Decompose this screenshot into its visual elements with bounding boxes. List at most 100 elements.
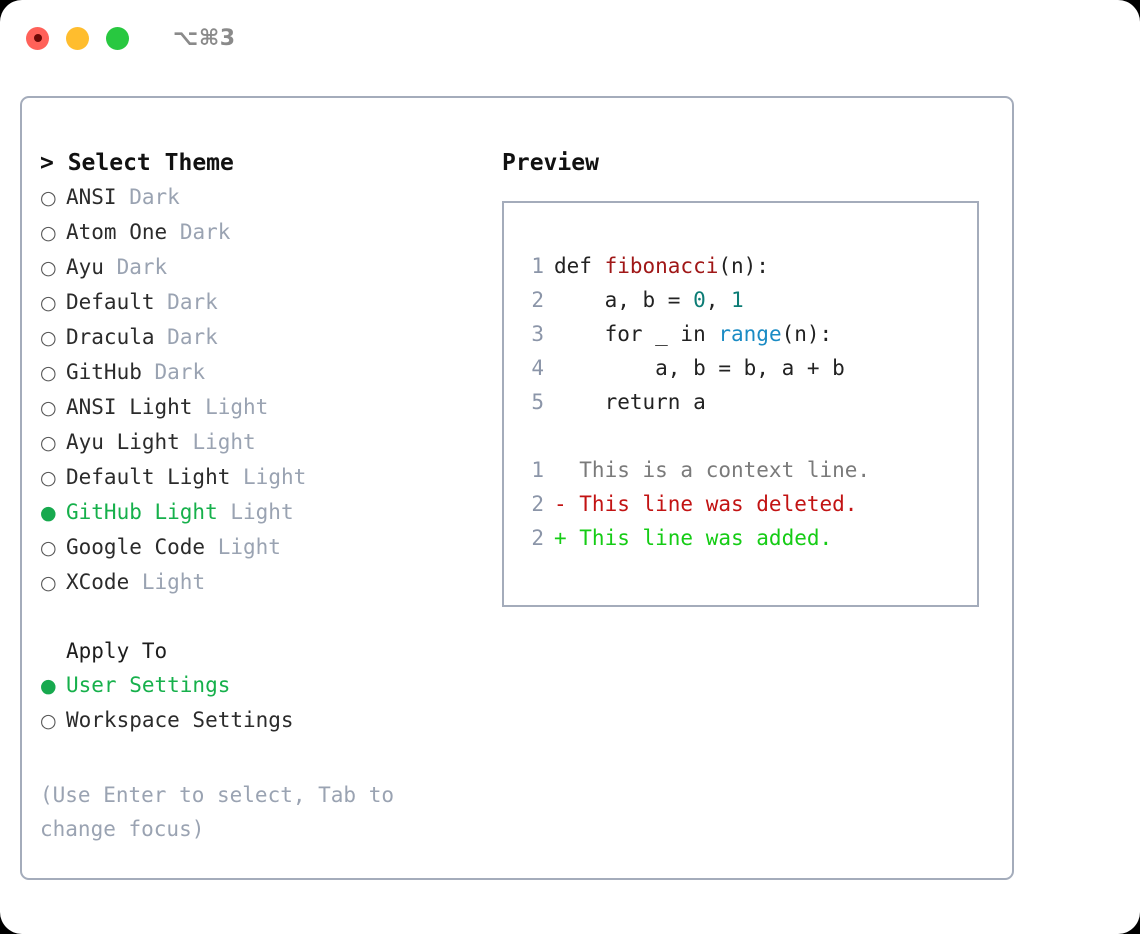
list-spacer	[40, 600, 502, 634]
line-number: 2	[531, 288, 544, 312]
theme-item-variant	[205, 530, 218, 564]
radio-off-icon: ○	[40, 292, 57, 314]
diff-line-context: 1 This is a context line.	[518, 453, 977, 487]
theme-item-xcode[interactable]: ○ XCode Light	[40, 565, 502, 600]
radio-off-icon: ○	[40, 187, 57, 209]
code-line: 3 for _ in range (n):	[518, 317, 977, 351]
theme-item-atom-one[interactable]: ○ Atom One Dark	[40, 215, 502, 250]
theme-item-dracula[interactable]: ○ Dracula Dark	[40, 320, 502, 355]
apply-to-heading: Apply To	[66, 639, 168, 663]
diff-line-text: + This line was added.	[554, 526, 833, 550]
radio-off-icon: ○	[40, 397, 57, 419]
theme-item-label: GitHub Light	[66, 500, 218, 524]
theme-item-variant	[218, 495, 231, 529]
radio-on-icon: ●	[40, 675, 57, 697]
theme-item-label: Default	[66, 290, 155, 314]
line-number: 1	[531, 254, 544, 278]
theme-item-variant: Light	[243, 465, 307, 489]
theme-item-variant: Light	[217, 535, 281, 559]
theme-item-label: GitHub	[66, 360, 142, 384]
radio-off-icon: ○	[40, 432, 57, 454]
radio-off-icon: ○	[40, 572, 57, 594]
theme-item-google-code[interactable]: ○ Google Code Light	[40, 530, 502, 565]
code-line: 1 def fibonacci (n):	[518, 249, 977, 283]
theme-item-variant: Dark	[116, 255, 168, 279]
theme-item-variant: Dark	[154, 360, 206, 384]
code-line: 2 a, b = 0 , 1	[518, 283, 977, 317]
theme-item-variant: Dark	[167, 325, 218, 349]
minimize-button[interactable]	[66, 26, 89, 50]
apply-to-item-label: Workspace Settings	[66, 708, 294, 732]
radio-off-icon: ○	[40, 257, 57, 279]
theme-item-variant: Light	[192, 430, 256, 454]
code-token-function: fibonacci	[604, 254, 719, 278]
theme-item-ansi-light[interactable]: ○ ANSI Light Light	[40, 390, 502, 425]
apply-to-item-label: User Settings	[66, 673, 231, 697]
theme-item-variant: Dark	[167, 290, 218, 314]
preview-heading: Preview	[502, 150, 599, 176]
code-token-number: 1	[731, 288, 744, 312]
theme-item-label: Ayu Light	[66, 430, 180, 454]
radio-on-icon: ●	[40, 502, 57, 524]
apply-to-item-workspace-settings[interactable]: ○ Workspace Settings	[40, 703, 502, 738]
window-controls	[26, 26, 129, 50]
close-button[interactable]	[26, 26, 49, 50]
theme-item-variant	[104, 250, 117, 284]
theme-item-variant	[230, 460, 243, 494]
theme-item-label: Google Code	[66, 535, 206, 559]
code-token-builtin: range	[718, 322, 782, 346]
diff-spacer	[518, 419, 977, 453]
theme-item-github-light[interactable]: ● GitHub Light Light	[40, 495, 502, 530]
diff-line-deleted: 2 - This line was deleted.	[518, 487, 977, 521]
theme-item-github[interactable]: ○ GitHub Dark	[40, 355, 502, 390]
keyboard-shortcut-label: ⌥⌘3	[173, 25, 236, 51]
line-number: 2	[531, 526, 544, 550]
code-token: (n):	[718, 254, 769, 278]
theme-item-default[interactable]: ○ Default Dark	[40, 285, 502, 320]
diff-line-added: 2 + This line was added.	[518, 521, 977, 555]
theme-item-variant	[180, 425, 193, 459]
diff-sample: 1 This is a context line. 2 - This line …	[518, 453, 977, 555]
theme-item-variant: Light	[230, 500, 294, 524]
radio-off-icon: ○	[40, 537, 57, 559]
theme-item-variant: Light	[141, 570, 206, 594]
code-token: a, b =	[554, 288, 694, 312]
theme-item-variant	[117, 180, 130, 214]
code-token: return a	[554, 390, 706, 414]
code-sample: 1 def fibonacci (n): 2 a, b = 0 ,	[518, 249, 977, 419]
maximize-button[interactable]	[106, 26, 129, 50]
theme-item-variant: Dark	[179, 220, 231, 244]
theme-item-variant	[192, 390, 205, 424]
theme-item-variant	[155, 320, 168, 354]
theme-selection-panel: > Select Theme ○ ANSI Dark ○ Atom One	[40, 146, 502, 846]
apply-to-item-user-settings[interactable]: ● User Settings	[40, 668, 502, 703]
theme-item-ayu-light[interactable]: ○ Ayu Light Light	[40, 425, 502, 460]
code-token: ,	[705, 288, 732, 312]
diff-line-text: - This line was deleted.	[554, 492, 858, 516]
preview-code-box: 1 def fibonacci (n): 2 a, b = 0 ,	[502, 201, 979, 607]
theme-item-variant	[142, 355, 155, 389]
theme-item-variant: Dark	[129, 185, 180, 209]
theme-item-variant: Light	[205, 395, 269, 419]
theme-item-default-light[interactable]: ○ Default Light Light	[40, 460, 502, 495]
theme-item-variant	[167, 215, 180, 249]
theme-item-label: ANSI Light	[66, 395, 193, 419]
theme-item-variant	[155, 285, 168, 319]
theme-item-variant	[129, 565, 142, 599]
apply-to-list: ● User Settings ○ Workspace Settings	[40, 668, 502, 738]
code-line: 5 return a	[518, 385, 977, 419]
code-token: def	[554, 254, 605, 278]
code-token: for _ in	[554, 322, 719, 346]
title-bar: ⌥⌘3	[0, 0, 1140, 76]
radio-off-icon: ○	[40, 362, 57, 384]
recording-indicator-icon	[33, 34, 42, 42]
theme-item-label: Ayu	[66, 255, 104, 279]
theme-item-label: ANSI	[66, 185, 117, 209]
radio-off-icon: ○	[40, 222, 57, 244]
theme-item-ansi[interactable]: ○ ANSI Dark	[40, 180, 502, 215]
radio-off-icon: ○	[40, 467, 57, 489]
theme-item-ayu[interactable]: ○ Ayu Dark	[40, 250, 502, 285]
theme-item-label: Atom One	[66, 220, 168, 244]
select-theme-heading: > Select Theme	[40, 150, 234, 176]
